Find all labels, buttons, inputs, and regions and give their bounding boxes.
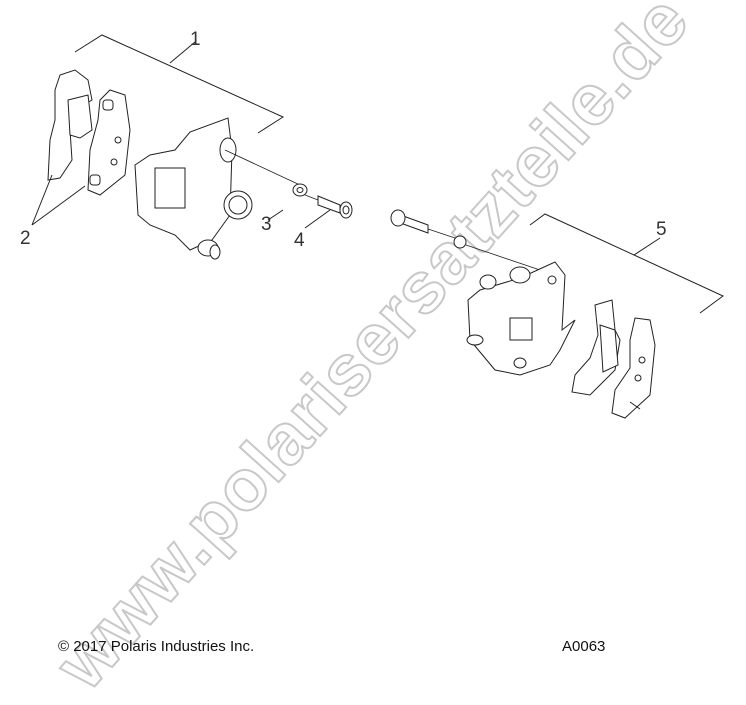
washer-right: [453, 235, 467, 249]
left-brake-pads: [31, 69, 131, 226]
bracket-5: [529, 213, 724, 314]
callout-1: 1: [190, 29, 201, 50]
copyright-text: © 2017 Polaris Industries Inc.: [58, 638, 255, 655]
right-caliper: [466, 261, 576, 376]
left-caliper: [134, 117, 253, 260]
callout-2: 2: [20, 228, 31, 249]
callout-5: 5: [656, 219, 667, 240]
right-brake-pads: [571, 299, 656, 419]
callout-4: 4: [294, 230, 305, 251]
diagram-code: A0063: [562, 638, 606, 655]
callout-3: 3: [261, 214, 272, 235]
bracket-1: [74, 34, 285, 134]
